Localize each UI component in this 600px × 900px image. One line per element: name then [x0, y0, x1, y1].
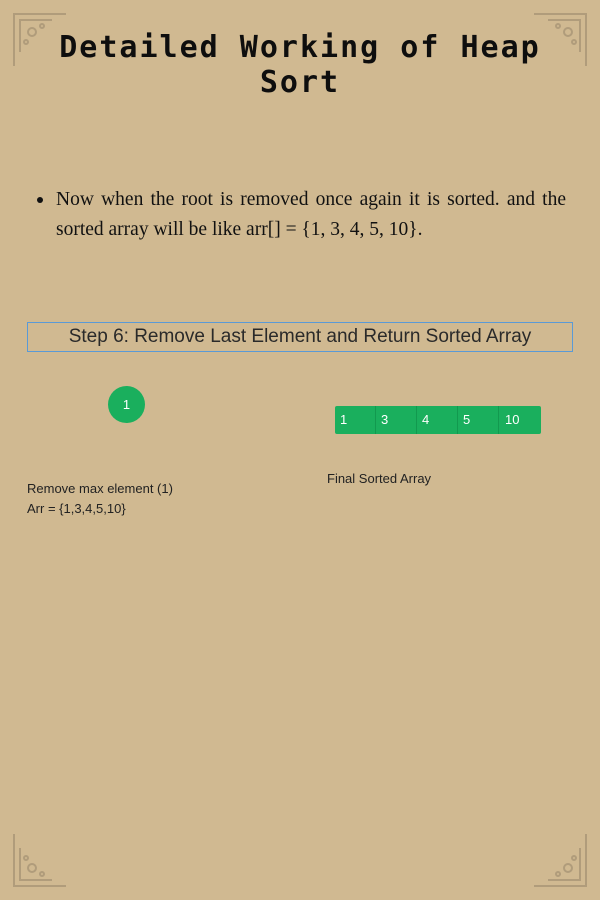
- corner-ornament-top-right-icon: [532, 12, 588, 68]
- caption-line: Arr = {1,3,4,5,10}: [27, 501, 126, 516]
- page-title: Detailed Working of Heap Sort: [59, 30, 541, 100]
- step-caption: Remove max element (1) Arr = {1,3,4,5,10…: [27, 479, 173, 519]
- bullet-list: Now when the root is removed once again …: [37, 185, 566, 245]
- corner-ornament-bottom-left-icon: [12, 832, 68, 888]
- caption-line: Remove max element (1): [27, 481, 173, 496]
- heap-node: 1: [108, 386, 145, 423]
- array-cell: 4: [417, 406, 458, 434]
- bullet-item: Now when the root is removed once again …: [37, 185, 566, 245]
- corner-ornament-bottom-right-icon: [532, 832, 588, 888]
- sorted-array: 1 3 4 5 10: [335, 406, 541, 434]
- array-cell: 1: [335, 406, 376, 434]
- array-cell: 10: [505, 412, 520, 427]
- sorted-array-label: Final Sorted Array: [327, 471, 432, 486]
- corner-ornament-top-left-icon: [12, 12, 68, 68]
- array-cell: 3: [376, 406, 417, 434]
- step-title-box: Step 6: Remove Last Element and Return S…: [27, 322, 573, 352]
- array-cell: 5: [458, 406, 499, 434]
